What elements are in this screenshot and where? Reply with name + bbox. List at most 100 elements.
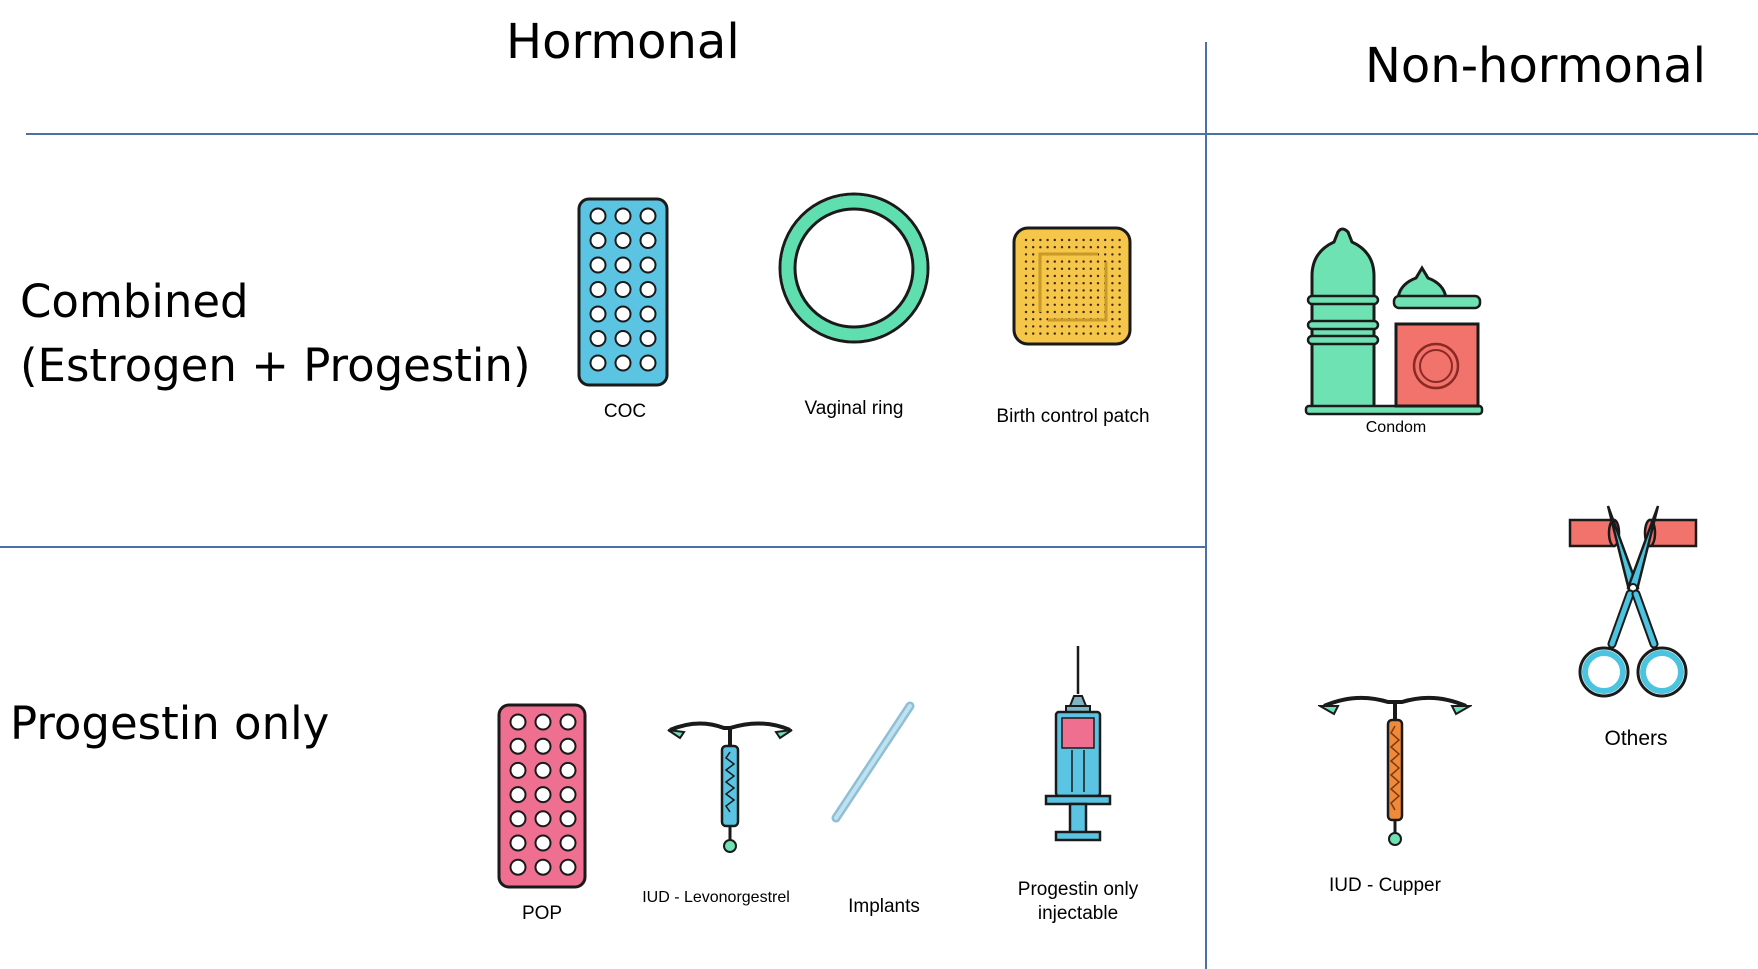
patch-dot bbox=[1096, 238, 1100, 242]
patch-dot bbox=[1046, 303, 1049, 306]
patch-dot bbox=[1075, 289, 1078, 292]
patch-dot bbox=[1111, 318, 1114, 321]
patch-dot bbox=[1082, 325, 1085, 328]
patch-dot bbox=[1075, 282, 1078, 285]
pill bbox=[639, 305, 657, 323]
pill bbox=[589, 256, 607, 274]
patch-dot bbox=[1075, 310, 1078, 314]
patch-dot bbox=[1060, 260, 1064, 263]
patch-dot bbox=[1075, 296, 1078, 299]
patch-dot bbox=[1032, 274, 1035, 278]
patch-dot bbox=[1096, 310, 1100, 314]
vaginal-ring-icon bbox=[778, 192, 930, 344]
pill bbox=[614, 305, 632, 323]
patch-dot bbox=[1046, 310, 1049, 314]
patch-dot bbox=[1118, 318, 1121, 321]
patch-dot bbox=[1118, 238, 1121, 242]
pill bbox=[639, 330, 657, 347]
patch-dot bbox=[1111, 282, 1114, 285]
pill bbox=[639, 281, 657, 298]
patch-dot bbox=[1068, 238, 1071, 242]
injectable-label-line2: injectable bbox=[1037, 903, 1119, 924]
column-divider bbox=[1205, 42, 1207, 969]
patch-dot bbox=[1075, 332, 1078, 335]
patch-dot bbox=[1075, 325, 1078, 328]
patch-dot bbox=[1032, 238, 1035, 242]
patch-dot bbox=[1039, 246, 1042, 249]
patch-dot bbox=[1068, 274, 1071, 278]
patch-dot bbox=[1111, 246, 1114, 249]
patch-dot bbox=[1082, 289, 1085, 292]
pill bbox=[509, 761, 527, 779]
patch-dot bbox=[1118, 260, 1121, 263]
patch-dot bbox=[1118, 303, 1121, 306]
pill bbox=[534, 737, 552, 755]
pill bbox=[639, 354, 657, 372]
pill bbox=[639, 256, 657, 274]
patch-dot bbox=[1053, 289, 1056, 292]
patch-dot bbox=[1089, 332, 1092, 335]
patch-dot bbox=[1075, 303, 1078, 306]
iud-copper-label: IUD - Cupper bbox=[1329, 875, 1441, 896]
patch-dot bbox=[1118, 246, 1121, 249]
patch-dot bbox=[1096, 325, 1100, 328]
patch-dot bbox=[1104, 246, 1107, 249]
patch-dot bbox=[1068, 267, 1071, 270]
hormonal-header: Hormonal bbox=[506, 14, 740, 70]
patch-dot bbox=[1046, 246, 1049, 249]
patch-dot bbox=[1060, 310, 1064, 314]
patch-dot bbox=[1104, 253, 1107, 256]
patch-dot bbox=[1082, 246, 1085, 249]
patch-dot bbox=[1032, 310, 1035, 314]
pill bbox=[559, 858, 577, 876]
pill bbox=[509, 810, 527, 828]
patch-dot bbox=[1068, 325, 1071, 328]
patch-dot bbox=[1053, 310, 1056, 314]
condom-icon bbox=[1304, 227, 1484, 416]
patch-dot bbox=[1089, 303, 1092, 306]
patch-dot bbox=[1024, 267, 1028, 270]
patch-dot bbox=[1111, 325, 1114, 328]
implants-label: Implants bbox=[848, 896, 920, 917]
patch-dot bbox=[1032, 246, 1035, 249]
patch-dot bbox=[1118, 310, 1121, 314]
patch-dot bbox=[1082, 303, 1085, 306]
pill bbox=[639, 207, 657, 225]
header-divider bbox=[26, 133, 1758, 135]
patch-dot bbox=[1096, 289, 1100, 292]
patch-dot bbox=[1075, 267, 1078, 270]
patch-dot bbox=[1032, 318, 1035, 321]
patch-dot bbox=[1024, 332, 1028, 335]
patch-dot bbox=[1096, 332, 1100, 335]
patch-dot bbox=[1118, 274, 1121, 278]
patch-dot bbox=[1089, 238, 1092, 242]
pill bbox=[614, 232, 632, 249]
patch-label: Birth control patch bbox=[996, 406, 1150, 427]
patch-dot bbox=[1024, 318, 1028, 321]
patch-dot bbox=[1046, 296, 1049, 299]
pill bbox=[534, 713, 552, 731]
patch-dot bbox=[1060, 246, 1064, 249]
patch-dot bbox=[1089, 246, 1092, 249]
patch-dot bbox=[1096, 303, 1100, 306]
patch-dot bbox=[1111, 289, 1114, 292]
patch-dot bbox=[1024, 310, 1028, 314]
pill bbox=[559, 786, 577, 804]
pill bbox=[614, 256, 632, 274]
pill bbox=[509, 834, 527, 852]
patch-dot bbox=[1118, 325, 1121, 328]
pill bbox=[559, 834, 577, 852]
patch-dot bbox=[1053, 332, 1056, 335]
implant-rod-icon bbox=[831, 701, 915, 823]
pill bbox=[589, 305, 607, 323]
iud-copper-icon bbox=[1318, 695, 1472, 846]
patch-dot bbox=[1068, 282, 1071, 285]
patch-dot bbox=[1111, 310, 1114, 314]
patch-dot bbox=[1082, 238, 1085, 242]
patch-dot bbox=[1082, 296, 1085, 299]
patch-dot bbox=[1060, 332, 1064, 335]
patch-dot bbox=[1089, 296, 1092, 299]
pop-label: POP bbox=[521, 903, 563, 924]
condom-label: Condom bbox=[1365, 419, 1427, 436]
patch-dot bbox=[1024, 253, 1028, 256]
